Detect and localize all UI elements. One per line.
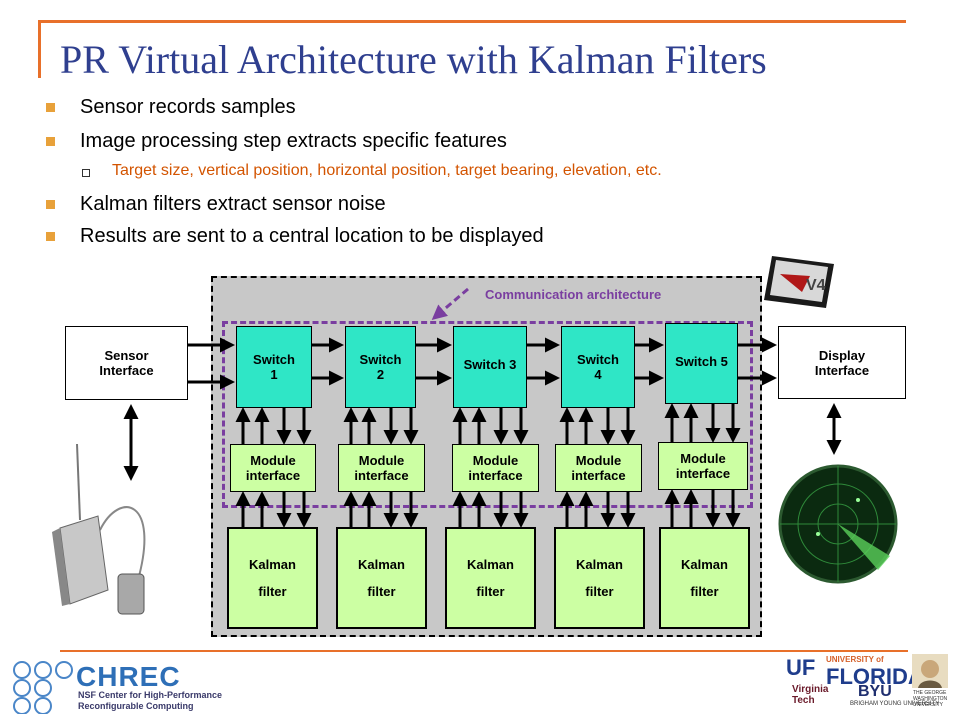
byu-logo-subtitle: BRIGHAM YOUNG UNIVERSITY xyxy=(850,701,940,707)
module-interface-label: Module interface xyxy=(571,453,626,483)
module-interface-4: Module interface xyxy=(555,444,642,492)
switch-5: Switch 5 xyxy=(665,323,738,404)
gwu-logo-text: THE GEORGE WASHINGTON UNIVERSITY xyxy=(913,690,948,708)
switch-label: Switch 5 xyxy=(675,354,728,369)
module-interface-2: Module interface xyxy=(338,444,425,492)
chip-label: V4 xyxy=(806,277,826,294)
switch-label: Switch 4 xyxy=(577,352,619,382)
sensor-interface-label: Sensor Interface xyxy=(99,348,154,378)
bullet-marker xyxy=(46,232,55,241)
display-interface-label: Display Interface xyxy=(814,347,870,378)
module-interface-label: Module interface xyxy=(354,453,409,483)
kalman-filter-5: Kalman filter xyxy=(659,527,750,629)
kalman-label-line2: filter xyxy=(476,584,505,599)
sensor-device-image xyxy=(52,443,146,615)
switch-label: Switch 1 xyxy=(253,352,295,382)
title-frame-left-line xyxy=(38,20,41,78)
bullet-marker xyxy=(46,103,55,112)
vt-line2: Tech xyxy=(792,695,815,706)
module-interface-label: Module interface xyxy=(675,451,731,481)
kalman-label-line2: filter xyxy=(367,584,396,599)
kalman-label-line1: Kalman xyxy=(467,557,514,572)
kalman-label-line2: filter xyxy=(690,584,719,599)
bullet-1: Sensor records samples xyxy=(80,96,296,118)
slide-title: PR Virtual Architecture with Kalman Filt… xyxy=(60,37,767,82)
uf-logo: UF xyxy=(786,655,816,680)
kalman-label-line1: Kalman xyxy=(249,557,296,572)
radar-display-image xyxy=(778,464,898,584)
chrec-subtitle-line2: Reconfigurable Computing xyxy=(78,701,194,711)
chrec-subtitle: NSF Center for High-Performance Reconfig… xyxy=(78,690,238,712)
switch-2: Switch 2 xyxy=(345,326,416,408)
vt-line1: Virginia xyxy=(792,684,829,695)
bullet-4: Results are sent to a central location t… xyxy=(80,225,544,247)
sub-bullet-1: Target size, vertical position, horizont… xyxy=(112,162,662,179)
kalman-filter-4: Kalman filter xyxy=(554,527,645,629)
chrec-subtitle-line1: NSF Center for High-Performance xyxy=(78,690,223,700)
bullet-3: Kalman filters extract sensor noise xyxy=(80,193,386,215)
kalman-label-line2: filter xyxy=(258,584,287,599)
kalman-label-line1: Kalman xyxy=(576,557,623,572)
bullet-2: Image processing step extracts specific … xyxy=(80,130,507,152)
switch-3: Switch 3 xyxy=(453,326,527,408)
kalman-label-line2: filter xyxy=(585,584,614,599)
module-interface-1: Module interface xyxy=(230,444,316,492)
bullet-marker xyxy=(46,200,55,209)
kalman-filter-2: Kalman filter xyxy=(336,527,427,629)
chrec-logo-text: CHREC xyxy=(76,661,181,692)
module-interface-label: Module interface xyxy=(468,453,523,483)
sensor-interface-box: Sensor Interface xyxy=(65,326,188,400)
display-interface-box: Display Interface xyxy=(778,326,906,399)
uf-logo-top: UNIVERSITY of xyxy=(826,655,884,664)
module-interface-5: Module interface xyxy=(658,442,748,490)
fpga-chip-image: V4 xyxy=(764,256,834,308)
switch-label: Switch 3 xyxy=(463,357,517,372)
kalman-label-line1: Kalman xyxy=(681,557,728,572)
gwu-portrait-icon xyxy=(912,654,948,688)
footer-line xyxy=(60,650,908,652)
switch-1: Switch 1 xyxy=(236,326,312,408)
module-interface-3: Module interface xyxy=(452,444,539,492)
kalman-label-line1: Kalman xyxy=(358,557,405,572)
bullet-marker xyxy=(46,137,55,146)
chrec-logo-icon xyxy=(13,661,73,714)
switch-4: Switch 4 xyxy=(561,326,635,408)
communication-architecture-label: Communication architecture xyxy=(485,287,662,302)
title-frame-top-line xyxy=(38,20,906,23)
kalman-filter-3: Kalman filter xyxy=(445,527,536,629)
module-interface-label: Module interface xyxy=(245,453,301,483)
uf-logo-florida: FLORIDA xyxy=(826,664,924,689)
byu-logo: BYU xyxy=(858,683,892,700)
switch-label: Switch 2 xyxy=(359,352,402,382)
communication-architecture-region xyxy=(222,321,753,508)
sub-bullet-marker xyxy=(82,169,90,177)
kalman-filter-1: Kalman filter xyxy=(227,527,318,629)
virginia-tech-logo: Virginia Tech xyxy=(792,684,829,706)
